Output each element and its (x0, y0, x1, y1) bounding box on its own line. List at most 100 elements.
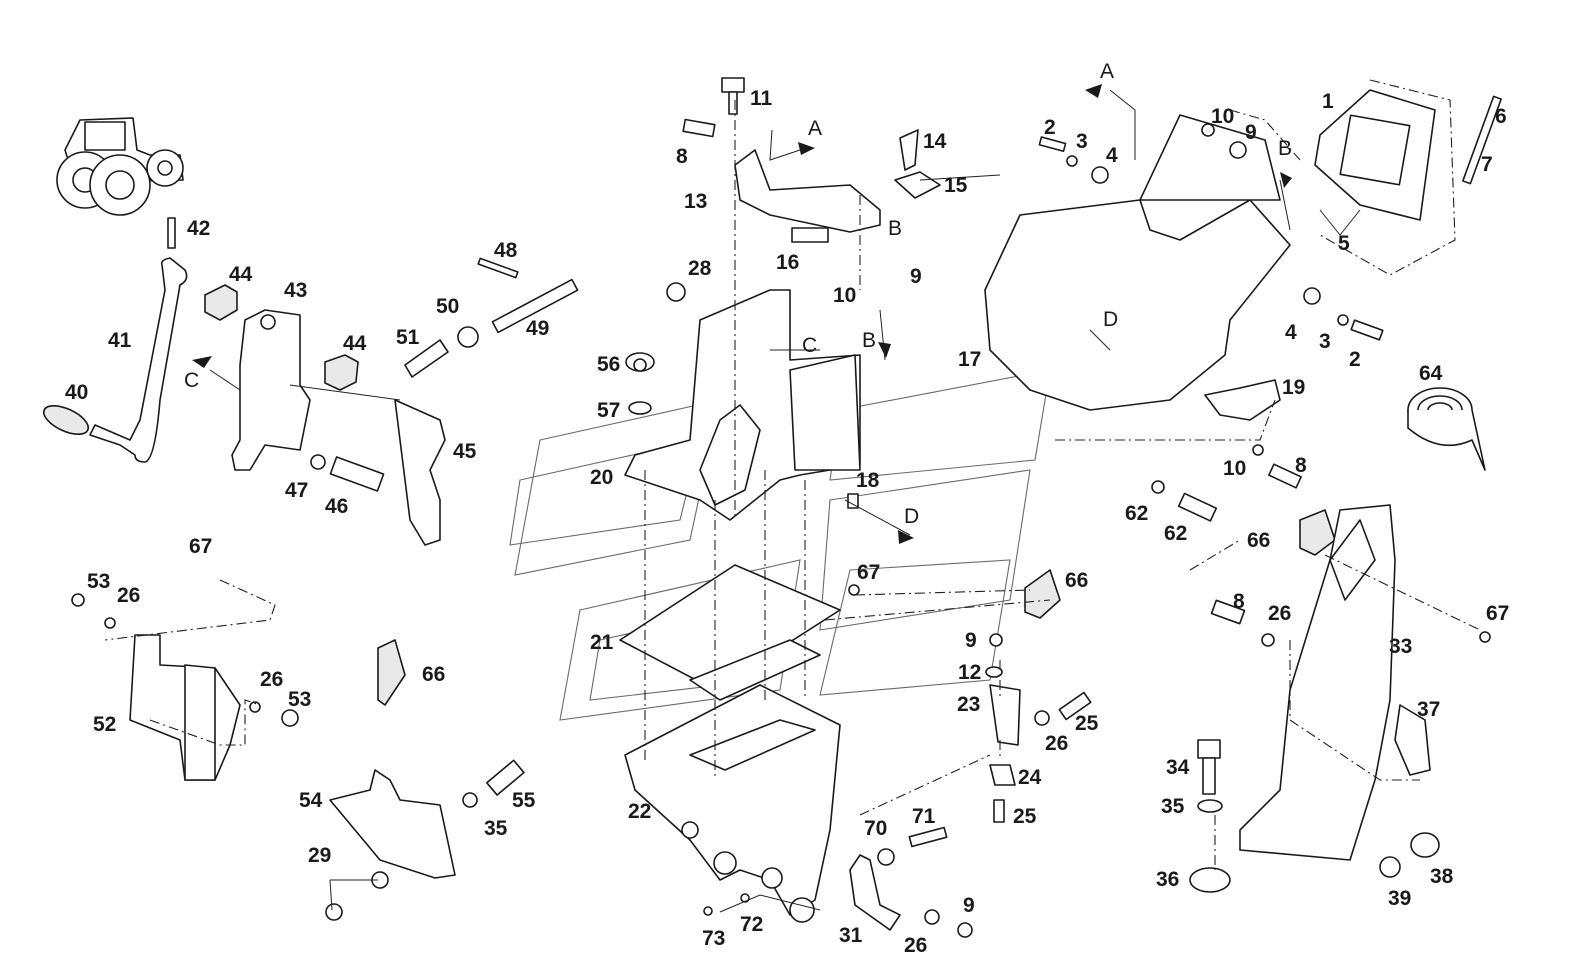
view-letter-b: B (1278, 137, 1293, 160)
callout-8: 8 (1295, 454, 1307, 477)
callout-66: 66 (1065, 569, 1089, 592)
view-letter-a: A (808, 117, 823, 140)
callout-44: 44 (229, 263, 253, 286)
callout-2: 2 (1044, 116, 1056, 139)
callout-48: 48 (494, 239, 518, 262)
callout-66: 66 (1247, 529, 1271, 552)
callout-15: 15 (944, 174, 968, 197)
callout-42: 42 (187, 217, 211, 240)
callout-26: 26 (260, 668, 284, 691)
view-letter-a: A (1100, 60, 1115, 83)
callout-10: 10 (833, 284, 857, 307)
callout-64: 64 (1419, 362, 1443, 385)
callout-19: 19 (1282, 376, 1306, 399)
callout-53: 53 (288, 688, 312, 711)
callout-4: 4 (1285, 321, 1297, 344)
callout-39: 39 (1388, 887, 1412, 910)
callout-53: 53 (87, 570, 111, 593)
callout-26: 26 (904, 934, 928, 957)
callout-29: 29 (308, 844, 332, 867)
callout-10: 10 (1223, 457, 1247, 480)
callout-26: 26 (1268, 602, 1292, 625)
callout-14: 14 (923, 130, 947, 153)
lever-group (42, 217, 579, 546)
callout-11: 11 (750, 87, 773, 110)
callout-9: 9 (910, 265, 922, 288)
callout-45: 45 (453, 440, 477, 463)
callout-21: 21 (590, 631, 614, 654)
callout-17: 17 (958, 348, 982, 371)
callout-55: 55 (512, 789, 536, 812)
callout-54: 54 (299, 789, 323, 812)
callout-9: 9 (1245, 121, 1257, 144)
view-letter-c: C (184, 369, 200, 392)
callout-18: 18 (856, 469, 880, 492)
callout-66: 66 (422, 663, 446, 686)
callout-47: 47 (285, 479, 309, 502)
callout-25: 25 (1075, 712, 1099, 735)
callout-33: 33 (1389, 635, 1413, 658)
callout-26: 26 (117, 584, 141, 607)
callout-13: 13 (684, 190, 708, 213)
callout-62: 62 (1125, 502, 1149, 525)
callout-23: 23 (957, 693, 981, 716)
callout-67: 67 (1486, 602, 1510, 625)
callout-10: 10 (1211, 105, 1235, 128)
callout-20: 20 (590, 466, 614, 489)
leader-lines (104, 79, 1481, 913)
callout-24: 24 (1018, 766, 1042, 789)
callout-49: 49 (526, 317, 550, 340)
callout-7: 7 (1481, 153, 1493, 176)
callout-41: 41 (108, 329, 132, 352)
callout-6: 6 (1495, 105, 1507, 128)
callout-25: 25 (1013, 805, 1037, 828)
callout-51: 51 (396, 326, 420, 349)
callout-31: 31 (839, 924, 863, 947)
callout-67: 67 (857, 561, 881, 584)
callout-35: 35 (1161, 795, 1185, 818)
callout-8: 8 (1233, 590, 1245, 613)
callout-67: 67 (189, 535, 213, 558)
bracket-group-52 (71, 593, 525, 921)
right-plate-assembly (984, 89, 1502, 522)
callout-73: 73 (702, 927, 726, 950)
callout-38: 38 (1430, 865, 1454, 888)
bracket-group-33 (1189, 504, 1491, 893)
callout-22: 22 (628, 800, 652, 823)
callout-8: 8 (676, 145, 688, 168)
callout-36: 36 (1156, 868, 1180, 891)
callout-35: 35 (484, 817, 508, 840)
callout-28: 28 (688, 257, 712, 280)
tractor-icon (56, 117, 184, 216)
callout-3: 3 (1319, 330, 1331, 353)
callout-16: 16 (776, 251, 800, 274)
callout-37: 37 (1417, 698, 1441, 721)
callout-44: 44 (343, 332, 367, 355)
callout-3: 3 (1076, 130, 1088, 153)
view-letter-b: B (888, 217, 903, 240)
callout-40: 40 (65, 381, 89, 404)
callout-52: 52 (93, 713, 117, 736)
view-letter-d: D (904, 505, 920, 528)
callout-12: 12 (958, 661, 982, 684)
view-letter-d: D (1103, 308, 1119, 331)
callout-62: 62 (1164, 522, 1188, 545)
callout-26: 26 (1045, 732, 1069, 755)
callout-57: 57 (597, 399, 621, 422)
direction-arrows (192, 84, 1292, 544)
callout-9: 9 (965, 629, 977, 652)
callout-43: 43 (284, 279, 308, 302)
callout-9: 9 (963, 894, 975, 917)
callout-50: 50 (436, 295, 460, 318)
callout-70: 70 (864, 817, 888, 840)
callout-72: 72 (740, 913, 764, 936)
callout-5: 5 (1338, 232, 1350, 255)
callout-4: 4 (1106, 144, 1118, 167)
central-assembly (619, 77, 1092, 938)
callout-1: 1 (1322, 90, 1334, 113)
callout-34: 34 (1166, 756, 1190, 779)
callout-46: 46 (325, 495, 349, 518)
view-letter-c: C (802, 334, 818, 357)
callout-56: 56 (597, 353, 621, 376)
